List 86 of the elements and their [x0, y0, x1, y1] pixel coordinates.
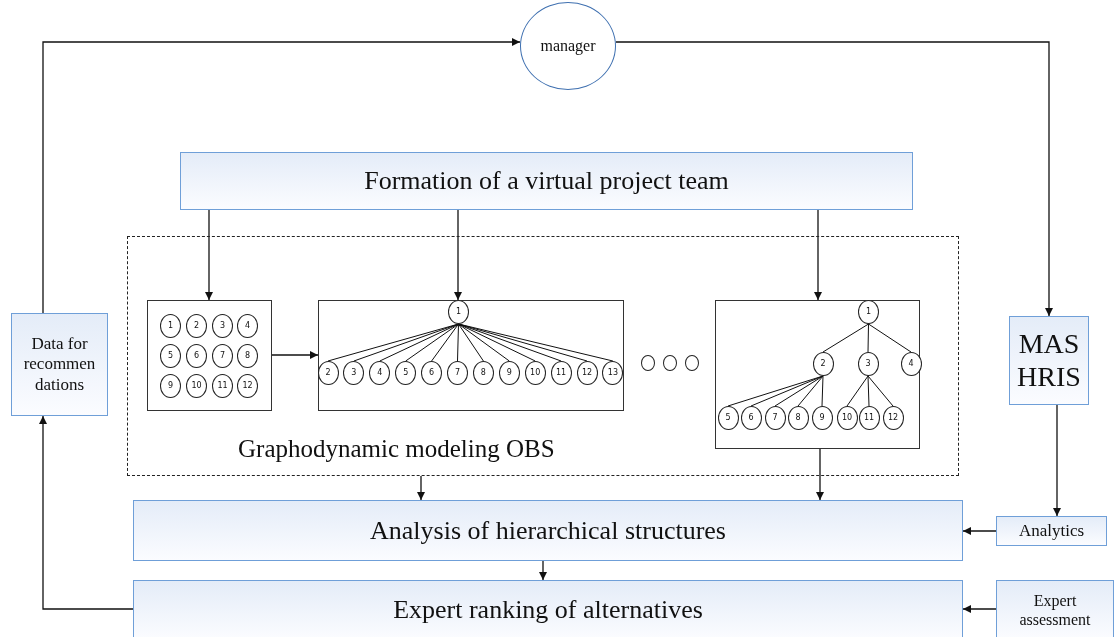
- tree-link: [458, 323, 536, 362]
- tree-link: [822, 323, 869, 353]
- tree-link: [458, 323, 510, 362]
- ellipsis-dot: [641, 355, 655, 371]
- tree-link: [379, 323, 459, 362]
- graph-vertex: 8: [237, 344, 258, 368]
- graph-vertex: 7: [764, 406, 786, 430]
- graph-vertex: 8: [787, 406, 809, 430]
- graph-vertex: 11: [212, 374, 233, 398]
- graph-vertex: 10: [186, 374, 207, 398]
- tree-link: [846, 375, 869, 407]
- tree-link: [457, 323, 459, 362]
- tree-link: [867, 323, 869, 353]
- tree-link: [867, 375, 894, 407]
- process-box: Expert ranking of alternatives: [133, 580, 963, 637]
- graph-vertex: 6: [421, 361, 443, 385]
- graph-vertex: 1: [448, 300, 469, 324]
- tree-link: [821, 375, 824, 407]
- tree-link: [458, 323, 614, 362]
- graph-vertex: 4: [369, 361, 391, 385]
- role-circle: manager: [520, 2, 616, 90]
- process-box: MAS HRIS: [1009, 316, 1089, 405]
- graph-vertex: 9: [498, 361, 520, 385]
- graph-vertex: 11: [550, 361, 572, 385]
- graph-vertex: 4: [237, 314, 258, 338]
- arrow: [271, 351, 319, 359]
- arrow: [539, 560, 547, 581]
- graph-vertex: 10: [524, 361, 546, 385]
- graph-vertex: 7: [212, 344, 233, 368]
- graph-vertex: 4: [900, 352, 922, 376]
- graph-vertex: 6: [740, 406, 762, 430]
- process-box: Analysis of hierarchical structures: [133, 500, 963, 561]
- tree-link: [458, 323, 484, 362]
- graph-vertex: 8: [472, 361, 494, 385]
- graph-vertex: 2: [186, 314, 207, 338]
- graph-vertex: 5: [717, 406, 739, 430]
- graph-vertex: 2: [812, 352, 834, 376]
- process-box: Formation of a virtual project team: [180, 152, 913, 210]
- process-box: Expert assessment: [996, 580, 1114, 637]
- graph-vertex: 11: [858, 406, 880, 430]
- tree-link: [405, 323, 459, 362]
- graph-vertex: 10: [836, 406, 858, 430]
- tree-link: [750, 375, 824, 407]
- tree-link: [867, 375, 870, 407]
- graph-vertex: 2: [317, 361, 339, 385]
- graph-vertex: 1: [858, 300, 879, 324]
- arrow: [816, 448, 824, 501]
- tree-link: [458, 323, 588, 362]
- graph-vertex: 5: [160, 344, 181, 368]
- graph-vertex: 9: [811, 406, 833, 430]
- graph-vertex: 3: [857, 352, 879, 376]
- graph-vertex: 7: [447, 361, 468, 385]
- ellipsis-dot: [663, 355, 677, 371]
- graph-vertex: 9: [160, 374, 181, 398]
- arrow: [962, 605, 997, 613]
- arrow: [417, 475, 425, 501]
- group-title: Graphodynamic modeling OBS: [238, 435, 555, 463]
- tree-link: [431, 323, 459, 362]
- graph-panel: [715, 300, 920, 449]
- arrow: [615, 41, 1053, 317]
- graph-vertex: 6: [186, 344, 207, 368]
- arrow: [962, 527, 997, 535]
- graph-vertex: 12: [882, 406, 904, 430]
- tree-link: [797, 375, 824, 407]
- tree-link: [868, 323, 912, 353]
- graph-vertex: 5: [395, 361, 417, 385]
- tree-link: [774, 375, 824, 407]
- graph-vertex: 3: [343, 361, 365, 385]
- graph-panel: [318, 300, 624, 411]
- ellipsis-dot: [685, 355, 699, 371]
- graph-vertex: 12: [237, 374, 258, 398]
- group-frame: [127, 236, 959, 476]
- graph-panel: [147, 300, 272, 411]
- arrow: [1053, 404, 1061, 517]
- arrow: [42, 38, 521, 314]
- arrow: [39, 415, 134, 610]
- graph-vertex: 12: [576, 361, 598, 385]
- arrow: [454, 209, 462, 301]
- arrow: [814, 209, 822, 301]
- graph-vertex: 13: [602, 361, 624, 385]
- tree-link: [353, 323, 459, 362]
- process-box: Data for recommen dations: [11, 313, 108, 416]
- process-box: Analytics: [996, 516, 1107, 546]
- graph-vertex: 1: [160, 314, 181, 338]
- graph-vertex: 3: [212, 314, 233, 338]
- arrow: [205, 209, 213, 301]
